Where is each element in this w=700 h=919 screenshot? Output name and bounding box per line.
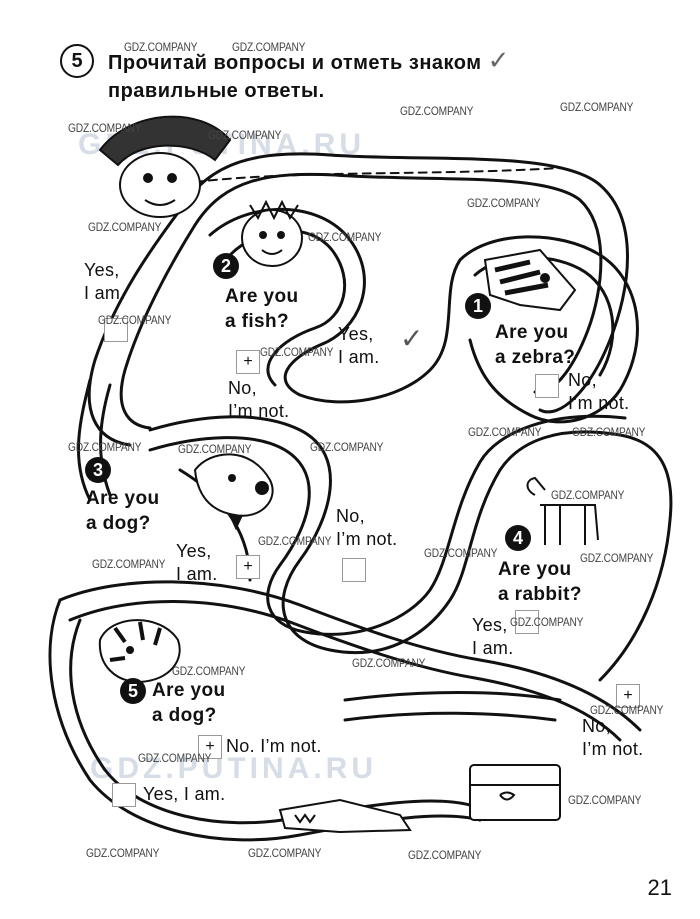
watermark-label: GDZ.COMPANY	[590, 703, 664, 717]
watermark-label: GDZ.COMPANY	[138, 751, 212, 765]
answer-line: Yes,	[338, 324, 374, 344]
watermark-label: GDZ.COMPANY	[352, 656, 426, 670]
heading-line-1: Прочитай вопросы и отметь знаком	[108, 52, 482, 74]
answer-line: Yes,	[176, 541, 212, 561]
answer-line: No,	[336, 506, 365, 526]
check-mark-icon: ✓	[487, 45, 510, 75]
answer-checkbox-yes-top-left[interactable]	[104, 318, 128, 342]
watermark-label: GDZ.COMPANY	[232, 40, 306, 54]
question-3: Are you a dog?	[86, 486, 160, 536]
answer-checkbox-no-bottom-right[interactable]: +	[616, 684, 640, 708]
answer-line: Yes,	[472, 615, 508, 635]
watermark-label: GDZ.COMPANY	[568, 793, 642, 807]
question-1-line-2: a zebra?	[495, 347, 576, 368]
answer-line: I’m not.	[228, 401, 290, 421]
question-badge-5: 5	[120, 678, 146, 704]
question-5-line-2: a dog?	[152, 705, 217, 726]
question-2: Are you a fish?	[225, 284, 299, 334]
question-1: Are you a zebra?	[495, 320, 575, 370]
watermark-label: GDZ.COMPANY	[468, 425, 542, 439]
answer-checkbox-no-q2[interactable]: +	[236, 350, 260, 374]
task-heading: Прочитай вопросы и отметь знаком ✓ прави…	[108, 46, 510, 105]
question-badge-1: 1	[465, 293, 491, 319]
question-4: Are you a rabbit?	[498, 557, 582, 607]
answer-line: I’m not.	[582, 739, 644, 759]
watermark-label: GDZ.COMPANY	[310, 440, 384, 454]
question-3-line-2: a dog?	[86, 513, 151, 534]
watermark-label: GDZ.COMPANY	[424, 546, 498, 560]
faded-watermark-bottom: GDZ.PUTINA.RU	[90, 752, 377, 785]
answer-checkbox-no-q1[interactable]	[535, 374, 559, 398]
answer-checkbox-yes-q4[interactable]	[515, 610, 539, 634]
answer-checkbox-no-center[interactable]	[342, 558, 366, 582]
watermark-label: GDZ.COMPANY	[88, 220, 162, 234]
watermark-label: GDZ.COMPANY	[308, 230, 382, 244]
watermark-label: GDZ.COMPANY	[178, 442, 252, 456]
question-2-line-1: Are you	[225, 286, 299, 307]
question-badge-2: 2	[213, 253, 239, 279]
question-4-line-1: Are you	[498, 559, 572, 580]
watermark-label: GDZ.COMPANY	[124, 40, 198, 54]
watermark-label: GDZ.COMPANY	[572, 425, 646, 439]
answer-line: I am.	[176, 564, 218, 584]
watermark-label: GDZ.COMPANY	[258, 534, 332, 548]
question-2-line-2: a fish?	[225, 311, 290, 332]
answer-yes-q3: Yes, I am.	[176, 540, 218, 586]
answer-line: I’m not.	[336, 529, 398, 549]
question-badge-4: 4	[505, 525, 531, 551]
task-number: 5	[60, 44, 94, 78]
answer-line: I am.	[472, 638, 514, 658]
answer-line: I am.	[84, 283, 126, 303]
watermark-label: GDZ.COMPANY	[467, 196, 541, 210]
answer-line: I am.	[338, 347, 380, 367]
answer-checkbox-yes-center[interactable]: ✓	[400, 323, 424, 354]
answer-no-bottom-right: No, I’m not.	[582, 715, 643, 761]
answer-line: No,	[228, 378, 257, 398]
watermark-label: GDZ.COMPANY	[560, 100, 634, 114]
answer-line: No,	[582, 716, 611, 736]
answer-yes-q5: Yes, I am.	[143, 784, 226, 804]
watermark-label: GDZ.COMPANY	[260, 345, 334, 359]
watermark-label: GDZ.COMPANY	[400, 104, 474, 118]
watermark-label: GDZ.COMPANY	[248, 846, 322, 860]
answer-checkbox-yes-q5[interactable]	[112, 783, 136, 807]
question-5: Are you a dog?	[152, 678, 226, 728]
watermark-label: GDZ.COMPANY	[92, 557, 166, 571]
watermark-label: GDZ.COMPANY	[172, 664, 246, 678]
question-4-line-2: a rabbit?	[498, 584, 582, 605]
answer-yes-top-left: Yes, I am.	[84, 259, 126, 305]
question-1-line-1: Are you	[495, 322, 569, 343]
answer-no-center: No, I’m not.	[336, 505, 397, 551]
answer-line: Yes,	[84, 260, 120, 280]
page-number: 21	[647, 875, 672, 900]
answer-no-q2: No, I’m not.	[228, 377, 289, 423]
answer-checkbox-yes-q3[interactable]: +	[236, 555, 260, 579]
watermark-label: GDZ.COMPANY	[208, 128, 282, 142]
answer-yes-q4: Yes, I am.	[472, 614, 514, 660]
watermark-label: GDZ.COMPANY	[68, 121, 142, 135]
answer-no-q1: No, I’m not.	[568, 369, 629, 415]
watermark-label: GDZ.COMPANY	[86, 846, 160, 860]
watermark-label: GDZ.COMPANY	[551, 488, 625, 502]
answer-checkbox-no-q5[interactable]: +	[198, 735, 222, 759]
watermark-label: GDZ.COMPANY	[580, 551, 654, 565]
answer-line: No,	[568, 370, 597, 390]
watermark-label: GDZ.COMPANY	[98, 313, 172, 327]
question-3-line-1: Are you	[86, 488, 160, 509]
watermark-label: GDZ.COMPANY	[510, 615, 584, 629]
answer-no-q5: No. I’m not.	[226, 736, 322, 756]
heading-line-2: правильные ответы.	[108, 80, 325, 102]
answer-line: I’m not.	[568, 393, 630, 413]
question-5-line-1: Are you	[152, 680, 226, 701]
answer-yes-center: Yes, I am.	[338, 323, 380, 369]
watermark-label: GDZ.COMPANY	[68, 440, 142, 454]
question-badge-3: 3	[85, 457, 111, 483]
watermark-label: GDZ.COMPANY	[408, 848, 482, 862]
